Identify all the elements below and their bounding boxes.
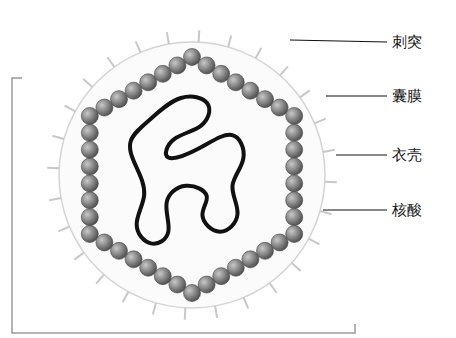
spike (74, 253, 84, 260)
spike (300, 90, 310, 97)
capsomere (111, 91, 128, 108)
capsomere (286, 209, 303, 226)
capsomere (169, 276, 186, 293)
capsomere (111, 242, 128, 259)
part-label: 衣壳 (392, 146, 422, 164)
spike (244, 298, 249, 309)
leader-line (326, 95, 387, 96)
capsomere (154, 268, 171, 285)
capsomere (227, 259, 244, 276)
spike (280, 66, 288, 75)
capsomere (286, 175, 303, 192)
capsomere (198, 276, 215, 293)
capsomere (184, 49, 201, 66)
spike (184, 308, 187, 320)
capsomere (81, 209, 98, 226)
capsomere (242, 82, 259, 99)
capsomere (286, 226, 303, 243)
spike (49, 198, 61, 200)
capsomere (140, 259, 157, 276)
capsomere (271, 99, 288, 116)
spike (270, 283, 277, 293)
capsomere (140, 74, 157, 91)
part-label: 囊膜 (392, 87, 422, 105)
capsomere (242, 251, 259, 268)
spike (215, 306, 217, 318)
capsid (81, 49, 302, 302)
spike (309, 239, 320, 245)
leader-line (290, 40, 387, 42)
spikes (47, 30, 337, 320)
spike (96, 275, 104, 284)
spike (153, 303, 156, 315)
capsomere (256, 91, 273, 108)
spike (323, 150, 335, 152)
capsomere (271, 234, 288, 251)
capsomere (81, 141, 98, 158)
capsomere (286, 192, 303, 209)
capsomere (213, 65, 230, 82)
capsomere (81, 175, 98, 192)
nucleic-acid (130, 97, 244, 244)
spike (136, 41, 141, 52)
capsomere (81, 226, 98, 243)
spike (83, 79, 92, 87)
capsomere (256, 242, 273, 259)
spike (228, 35, 231, 47)
spike (167, 32, 169, 44)
spike (315, 119, 326, 124)
spike (65, 106, 76, 112)
spike (292, 263, 301, 271)
capsomere (125, 251, 142, 268)
capsomere (81, 124, 98, 141)
spike (198, 30, 201, 42)
capsomere (286, 158, 303, 175)
spike (47, 167, 59, 170)
part-label: 核酸 (392, 201, 422, 219)
spike (52, 136, 64, 139)
capsomere (286, 124, 303, 141)
capsomere (81, 192, 98, 209)
envelope (59, 42, 325, 308)
spike (325, 181, 337, 184)
capsomere (81, 158, 98, 175)
leader-line (323, 209, 387, 210)
capsomere (184, 285, 201, 302)
capsomere (125, 82, 142, 99)
capsomere (227, 74, 244, 91)
spike (107, 57, 114, 67)
part-label: 刺突 (392, 33, 422, 51)
capsomere (286, 141, 303, 158)
capsomere (286, 108, 303, 125)
capsomere (96, 99, 113, 116)
capsomere (96, 234, 113, 251)
spike (256, 48, 262, 59)
capsomere (213, 268, 230, 285)
spike (123, 292, 129, 303)
capsomere (198, 57, 215, 74)
spike (58, 227, 69, 232)
capsomere (81, 108, 98, 125)
capsomere (154, 65, 171, 82)
capsomere (169, 57, 186, 74)
spike (320, 211, 332, 214)
leader-line (336, 154, 387, 155)
